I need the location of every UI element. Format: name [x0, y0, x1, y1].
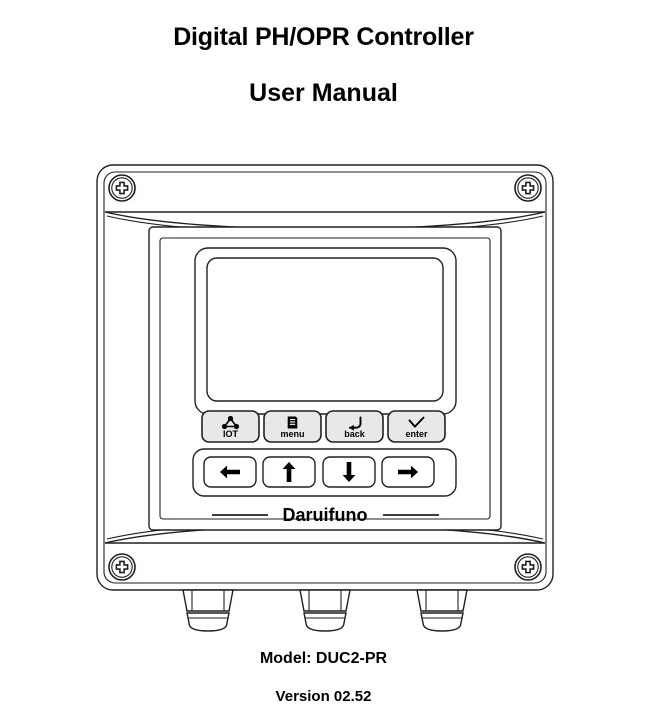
- checkmark-icon: [408, 416, 425, 428]
- svg-text:IOT: IOT: [223, 429, 239, 439]
- cable-gland-left: [182, 589, 234, 632]
- brand-label-group: Daruifuno: [212, 505, 439, 525]
- back-button: back: [325, 410, 384, 443]
- screw-bottom-right: [514, 553, 542, 581]
- version-caption: Version 02.52: [275, 688, 372, 705]
- screw-top-right: [514, 174, 542, 202]
- brand-name: Daruifuno: [283, 505, 368, 525]
- enclosure-screws: [108, 174, 542, 581]
- menu-button: menu: [263, 410, 322, 443]
- cable-gland-center: [299, 589, 351, 632]
- model-caption: Model: DUC2-PR: [259, 650, 388, 667]
- cable-gland-right: [416, 589, 468, 632]
- lcd-screen: [206, 257, 444, 402]
- function-button-row: IOT menu: [201, 410, 446, 443]
- arrow-left-button: [203, 456, 257, 488]
- arrow-up-icon: [282, 462, 296, 482]
- iot-network-icon: [221, 415, 240, 430]
- return-arrow-icon: [348, 416, 362, 431]
- page-title: Digital PH/OPR Controller: [173, 23, 474, 51]
- svg-text:enter: enter: [405, 429, 428, 439]
- arrow-down-button: [322, 456, 376, 488]
- cable-glands: [182, 589, 468, 632]
- enter-button: enter: [387, 410, 446, 443]
- display-assembly: [194, 247, 457, 415]
- arrow-keypad: [192, 448, 457, 497]
- arrow-left-icon: [220, 465, 240, 479]
- screw-bottom-left: [108, 553, 136, 581]
- svg-text:menu: menu: [280, 429, 304, 439]
- page-subtitle: User Manual: [249, 79, 398, 107]
- svg-text:back: back: [344, 429, 366, 439]
- arrow-up-button: [262, 456, 316, 488]
- arrow-right-icon: [398, 465, 418, 479]
- document-lines-icon: [287, 416, 298, 429]
- arrow-right-button: [381, 456, 435, 488]
- screw-top-left: [108, 174, 136, 202]
- iot-button: IOT: [201, 410, 260, 443]
- device-illustration: .ln { fill: none; stroke: #231f20; strok…: [83, 155, 567, 650]
- arrow-down-icon: [342, 462, 356, 482]
